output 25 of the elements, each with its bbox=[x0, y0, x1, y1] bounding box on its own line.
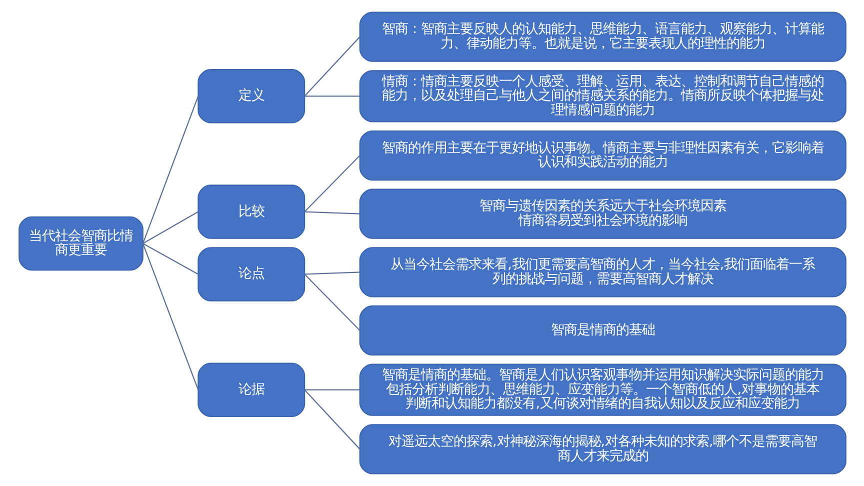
node-box: 智商是情商的基础。智商是人们认识客观事物并运用知识解决实际问题的能力包括分析判断能力、思维能力、应变能力等。一个智商低的人,对事物的基本判断和认知能力都没有,又何谈对情绪的自我认知以及反应和应变能力 bbox=[358, 364, 846, 416]
connector bbox=[304, 389, 360, 390]
connector bbox=[142, 211, 198, 244]
node-box: 情商：情商主要反映一个人感受、理解、运用、表达、控制和调节自己情感的能力，以及处理自己与他人之间的情感关系的能力。情商所反映个体把握与处理情感问题的能力 bbox=[358, 70, 846, 122]
connector bbox=[142, 243, 198, 390]
node-box: 对遥远太空的探索,对神秘深海的揭秘,对各种未知的求索,哪个不是需要高智商人才来完成的 bbox=[358, 424, 846, 474]
node-box: 智商的作用主要在于更好地认识事物。情商主要与非理性因素有关，它影响着认识和实践活动的能力 bbox=[358, 130, 846, 181]
node-box: 定义 bbox=[197, 69, 305, 124]
node-box: 智商与遗传因素的关系远大于社会环境因素 情商容易受到社会环境的影响 bbox=[358, 188, 846, 239]
connector bbox=[142, 96, 198, 244]
node-box: 论点 bbox=[197, 247, 305, 302]
node-box: 比较 bbox=[197, 184, 305, 239]
node-box: 从当今社会需求来看,我们更需要高智商的人才，当今社会,我们面临着一系列的挑战与问题，需要高智商人才解决 bbox=[358, 247, 846, 298]
connector bbox=[304, 274, 360, 331]
node-box: 论据 bbox=[197, 362, 305, 417]
connector bbox=[304, 272, 360, 275]
node-box: 智商是情商的基础 bbox=[358, 305, 846, 356]
connector bbox=[304, 36, 360, 97]
connector bbox=[142, 243, 198, 275]
connector bbox=[304, 389, 360, 450]
node-box: 智商：智商主要反映人的认知能力、思维能力、语言能力、观察能力、计算能力、律动能力等。也就是说，它主要表现人的理性的能力 bbox=[358, 12, 846, 62]
connector bbox=[304, 211, 360, 214]
connector bbox=[304, 155, 360, 212]
node-box: 当代社会智商比情商更重要 bbox=[18, 216, 143, 271]
connector bbox=[304, 96, 360, 97]
